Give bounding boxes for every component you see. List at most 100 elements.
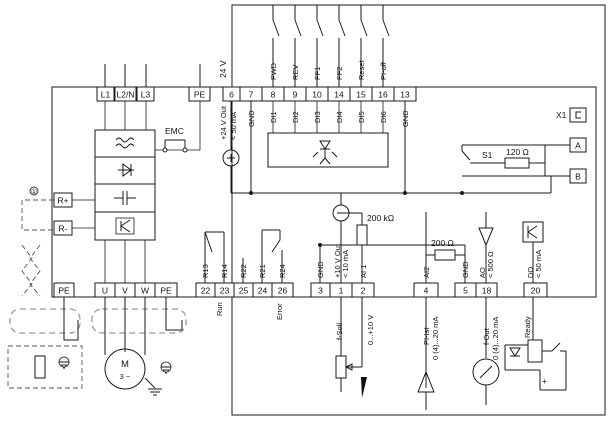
ai2-range-label: 0 (4)...20 mA <box>431 317 440 360</box>
svg-text:R24: R24 <box>278 264 287 278</box>
svg-text:7: 7 <box>249 90 254 100</box>
terminal-a: A <box>569 137 587 153</box>
potentiometer-icon <box>335 297 367 398</box>
svg-text:< 500 Ω: < 500 Ω <box>486 251 495 278</box>
optocoupler-block <box>267 101 389 168</box>
svg-text:Reset: Reset <box>357 59 366 80</box>
termination-resistor <box>504 157 530 169</box>
analog-labels: GND +10 V Out < 10 mA AI 1 AI2 GND AO < … <box>316 243 543 278</box>
ground-icon <box>148 388 162 396</box>
fsoll-label: f-Soll <box>335 323 344 340</box>
terminal-r-plus: R+ <box>53 192 73 208</box>
svg-text:DI6: DI6 <box>379 111 388 123</box>
voltage-range-label: 0...+10 V <box>366 315 375 345</box>
svg-text:23: 23 <box>220 286 230 296</box>
relay-labels: R13 R14 R22 R21 R24 <box>201 264 287 278</box>
svg-text:FWD: FWD <box>269 62 278 80</box>
ai1-resistor-label: 200 kΩ <box>367 213 394 223</box>
ground-icon <box>160 361 172 374</box>
ready-relay-icon <box>504 339 567 391</box>
svg-text:L3: L3 <box>141 90 151 100</box>
relay-terminals: 22 23 25 24 26 <box>195 282 294 298</box>
terminal-r-minus: R- <box>53 220 73 236</box>
svg-text:16: 16 <box>378 90 388 100</box>
svg-text:1: 1 <box>339 286 344 296</box>
svg-text:DI4: DI4 <box>335 111 344 123</box>
input-switches <box>272 5 390 87</box>
svg-text:8: 8 <box>271 90 276 100</box>
svg-text:M: M <box>121 359 129 370</box>
terminal-l2n: L2/N <box>114 86 137 102</box>
svg-text:< 10 mA: < 10 mA <box>341 250 350 278</box>
supply-label: 24 V <box>218 60 228 78</box>
digital-input-terminals: 7 8 9 10 14 15 16 13 <box>239 86 417 102</box>
svg-text:R+: R+ <box>57 196 68 206</box>
capacitor-icon <box>114 191 136 205</box>
svg-text:20: 20 <box>531 286 541 296</box>
svg-text:26: 26 <box>278 286 288 296</box>
svg-text:DI5: DI5 <box>357 111 366 123</box>
svg-text:+10 V Out: +10 V Out <box>333 243 342 278</box>
svg-text:4: 4 <box>424 286 429 296</box>
svg-text:PE: PE <box>194 90 206 100</box>
run-label: Run <box>215 302 224 316</box>
connector-x1: X1 <box>556 107 587 123</box>
relay-contacts <box>204 229 283 283</box>
svg-text:22: 22 <box>201 286 211 296</box>
svg-text:10: 10 <box>312 90 322 100</box>
svg-text:W: W <box>141 286 149 296</box>
svg-text:A: A <box>575 141 581 151</box>
svg-text:PI-off: PI-off <box>379 61 388 80</box>
svg-text:L2/N: L2/N <box>117 90 135 100</box>
ao-range-label: 0 (4)...20 mA <box>491 317 500 360</box>
svg-text:DI3: DI3 <box>313 111 322 123</box>
svg-text:3 ~: 3 ~ <box>120 372 131 381</box>
emc-switch <box>162 139 188 153</box>
shield-cable <box>9 297 187 355</box>
terminal-pe-top: PE <box>188 86 211 102</box>
ground-icon <box>58 356 70 369</box>
svg-text:U: U <box>102 286 108 296</box>
svg-text:AO: AO <box>478 267 487 278</box>
svg-text:X1: X1 <box>556 110 567 120</box>
svg-text:V: V <box>122 286 128 296</box>
output-terminals: PE U V W PE <box>53 282 178 298</box>
svg-text:9: 9 <box>293 90 298 100</box>
svg-text:+24 V Out: +24 V Out <box>219 105 228 140</box>
svg-text:FF1: FF1 <box>313 67 322 80</box>
terminal-l1: L1 <box>96 86 115 102</box>
converter-stack <box>94 129 156 241</box>
brake-resistor-external: ① <box>7 186 83 389</box>
emc-label: EMC <box>165 126 184 136</box>
svg-text:DO: DO <box>526 267 535 278</box>
svg-text:①: ① <box>31 187 38 196</box>
svg-text:B: B <box>575 172 581 182</box>
svg-text:L1: L1 <box>101 90 111 100</box>
svg-text:DI1: DI1 <box>269 111 278 123</box>
sensor-icon <box>417 370 435 410</box>
svg-text:REV: REV <box>291 65 300 80</box>
svg-text:R22: R22 <box>239 264 248 278</box>
svg-text:DI2: DI2 <box>291 111 300 123</box>
svg-text:18: 18 <box>482 286 492 296</box>
svg-text:PE: PE <box>160 286 172 296</box>
ai2-resistor <box>434 249 456 261</box>
resistor-120-label: 120 Ω <box>506 147 529 157</box>
svg-text:14: 14 <box>334 90 344 100</box>
svg-text:R-: R- <box>59 224 68 234</box>
terminal-b: B <box>569 168 587 184</box>
error-label: Error <box>275 303 284 320</box>
svg-text:R21: R21 <box>258 264 267 278</box>
ready-label: Ready <box>523 316 532 338</box>
svg-text:< 50 mA: < 50 mA <box>229 112 238 140</box>
rectifier-icon <box>118 163 134 177</box>
motor-icon: M 3 ~ <box>104 348 146 390</box>
filter-icon <box>115 137 135 143</box>
svg-text:24: 24 <box>258 286 268 296</box>
meter-icon <box>472 358 500 386</box>
svg-text:R13: R13 <box>201 264 210 278</box>
external-frame <box>231 4 606 416</box>
svg-text:AI 1: AI 1 <box>359 265 368 278</box>
svg-text:FF2: FF2 <box>335 67 344 80</box>
